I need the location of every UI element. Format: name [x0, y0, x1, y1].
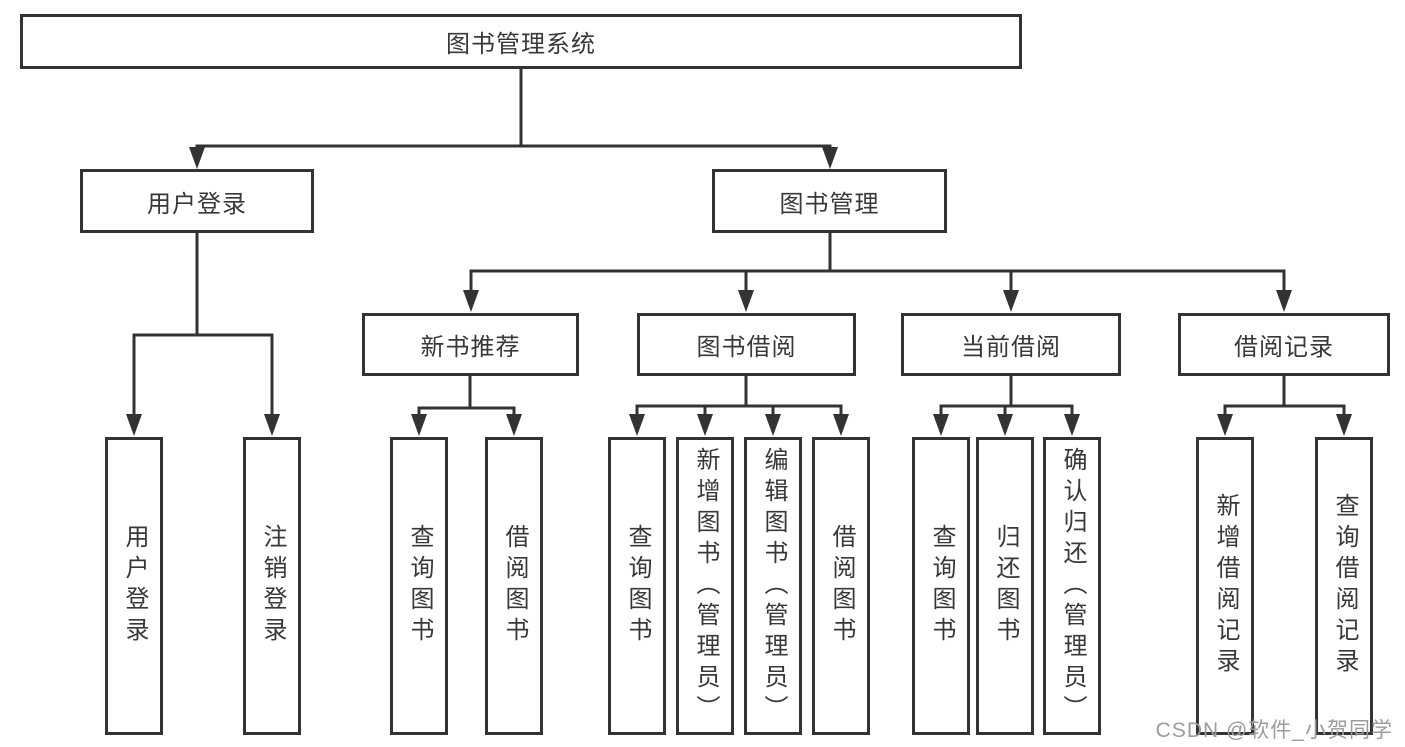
node-label: 图书管理系统: [446, 31, 596, 58]
node-return-books: 归还图书: [976, 437, 1034, 735]
node-label: 图书借阅: [696, 334, 797, 361]
node-label: 当前借阅: [961, 334, 1061, 361]
node-user-login-leaf: 用户登录: [105, 437, 163, 735]
node-label: 查询图书: [406, 524, 433, 648]
node-label: 图书管理: [779, 190, 880, 218]
node-label: 编辑图书（管理员）: [760, 446, 787, 726]
node-library-management-system: 图书管理系统: [20, 14, 1022, 69]
node-new-book-recommendation: 新书推荐: [362, 313, 579, 376]
node-label: 借阅记录: [1234, 334, 1334, 361]
node-label: 借阅图书: [501, 524, 528, 648]
node-label: 注销登录: [259, 524, 286, 648]
connector-arrowheads: [126, 147, 1352, 436]
connector-paths: [132, 69, 1346, 421]
node-label: 确认归还（管理员）: [1059, 446, 1086, 726]
node-label: 借阅图书: [828, 524, 855, 648]
node-label: 用户登录: [147, 190, 247, 218]
node-book-borrowing: 图书借阅: [637, 313, 856, 376]
node-label: 查询图书: [928, 524, 955, 648]
node-logout: 注销登录: [243, 437, 301, 735]
node-label: 新增借阅记录: [1212, 493, 1239, 679]
watermark: CSDN @软件_小贺同学: [1155, 719, 1393, 742]
node-borrow-books: 借阅图书: [812, 437, 870, 735]
node-query-borrow-record: 查询借阅记录: [1315, 437, 1373, 735]
node-label: 新书推荐: [420, 334, 521, 361]
node-add-books-admin: 新增图书（管理员）: [676, 437, 734, 735]
node-label: 查询图书: [624, 524, 651, 648]
node-borrow-records: 借阅记录: [1178, 313, 1390, 376]
node-label: 查询借阅记录: [1331, 493, 1358, 679]
node-edit-books-admin: 编辑图书（管理员）: [744, 437, 802, 735]
node-query-books-current: 查询图书: [912, 437, 970, 735]
node-label: 新增图书（管理员）: [692, 446, 719, 726]
node-user-login: 用户登录: [80, 169, 314, 233]
node-current-borrowing: 当前借阅: [901, 313, 1121, 376]
node-add-borrow-record: 新增借阅记录: [1196, 437, 1254, 735]
node-label: 用户登录: [121, 524, 148, 648]
node-confirm-return-admin: 确认归还（管理员）: [1043, 437, 1101, 735]
node-query-books-recommend: 查询图书: [390, 437, 448, 735]
node-borrow-books-recommend: 借阅图书: [485, 437, 543, 735]
node-query-books-borrowing: 查询图书: [608, 437, 666, 735]
node-label: 归还图书: [992, 524, 1019, 648]
node-book-management: 图书管理: [712, 169, 947, 233]
